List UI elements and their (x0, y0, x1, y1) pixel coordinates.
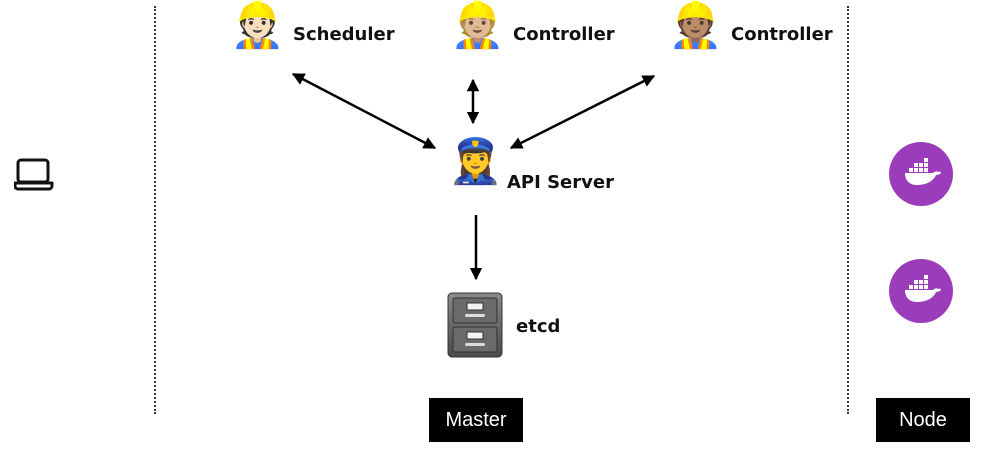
master-section-tag: Master (429, 398, 523, 442)
scheduler-label: Scheduler (293, 24, 395, 45)
arrow-scheduler-api (291, 72, 437, 150)
api-server-label: API Server (507, 172, 614, 193)
police-officer-icon: 👮‍♀️ (448, 136, 503, 187)
divider-master-node (847, 6, 849, 414)
file-cabinet-icon (447, 292, 503, 362)
arrow-controller2-api (509, 74, 656, 150)
node-section-tag: Node (876, 398, 970, 442)
controller-label: Controller (731, 24, 833, 45)
divider-client-master (154, 6, 156, 414)
controller-label: Controller (513, 24, 615, 45)
docker-node-1 (889, 142, 953, 206)
docker-whale-icon (905, 275, 941, 302)
controller-worker-icon: 👷🏽 (668, 0, 723, 51)
etcd-label: etcd (516, 316, 561, 337)
scheduler-worker-icon: 👷🏻 (230, 0, 285, 51)
laptop-icon (13, 158, 54, 196)
controller-worker-icon: 👷🏼 (450, 0, 505, 51)
docker-node-2 (889, 259, 953, 323)
docker-whale-icon (905, 158, 941, 185)
